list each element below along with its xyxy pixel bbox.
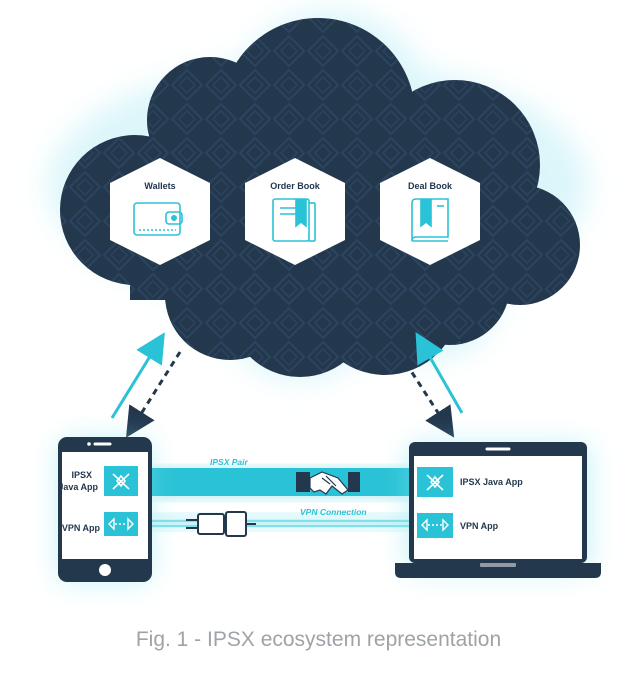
phone-vpn-app-label: VPN App [62,523,101,533]
vpn-arrows-icon [108,517,134,531]
phone-java-app-label-1: IPSX [71,470,92,480]
ipsx-logo-icon [426,474,444,491]
cloud [48,10,588,380]
vpn-connection-label: VPN Connection [300,507,367,517]
handshake-icon [296,471,360,495]
vpn-arrows-icon [421,518,449,532]
service-hexagon-deal-book: Deal Book [380,158,480,265]
service-hexagon-wallets: Wallets [110,158,210,265]
deal-book-icon [411,198,449,242]
vpn-connection: VPN Connection [150,507,412,537]
figure-caption: Fig. 1 - IPSX ecosystem representation [135,628,502,651]
laptop: IPSX Java App VPN App [395,442,601,578]
ipsx-logo-icon [112,473,130,490]
phone-vpn-app-tile[interactable] [104,512,138,536]
mobile-phone: IPSX Java App VPN App [58,437,152,582]
phone-java-app-label-2: Java App [58,482,98,492]
sync-arrows-right [398,331,464,438]
service-label: Order Book [270,181,321,191]
ipsx-pair-connection: IPSX Pair [150,457,412,496]
service-label: Deal Book [408,181,453,191]
laptop-vpn-app-tile[interactable] [417,513,453,538]
laptop-java-app-label: IPSX Java App [460,477,523,487]
home-button [99,564,111,576]
plug-icon [186,511,256,537]
wallet-icon [133,202,183,236]
phone-java-app-tile[interactable] [104,466,138,496]
service-label: Wallets [144,181,175,191]
order-book-icon [272,198,316,242]
service-hexagon-order-book: Order Book [245,158,345,265]
ipsx-pair-label: IPSX Pair [210,457,248,467]
laptop-vpn-app-label: VPN App [460,521,499,531]
laptop-java-app-tile[interactable] [417,467,453,497]
sync-arrows-left [110,332,182,438]
